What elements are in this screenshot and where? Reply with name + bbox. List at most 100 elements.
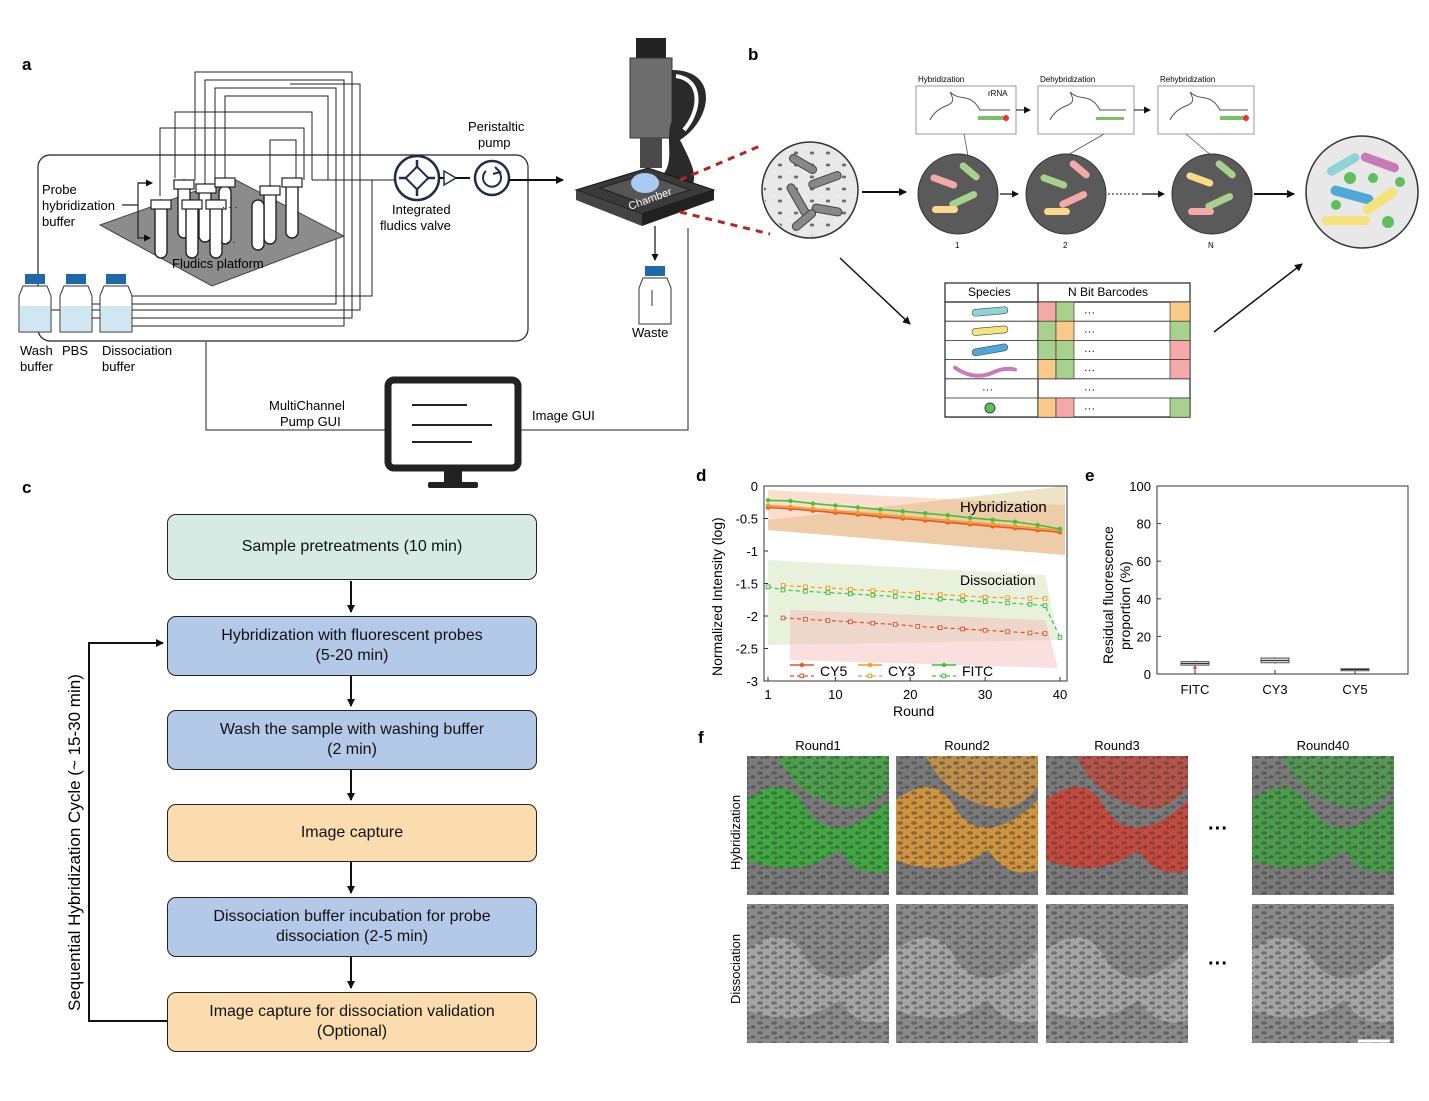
y-tick-label: 40 <box>1137 592 1151 607</box>
pump-gui-label-1: MultiChannel <box>269 398 345 413</box>
workflow-arrows <box>88 581 355 1022</box>
computer-monitor <box>384 376 522 488</box>
microscope <box>574 38 716 226</box>
data-point <box>937 596 943 602</box>
chart-d-ylabel: Normalized Intensity (log) <box>709 517 725 676</box>
data-point <box>900 514 905 519</box>
wash-label-1: Wash <box>20 343 53 358</box>
waste-label: Waste <box>632 325 668 340</box>
legend-marker <box>799 662 805 668</box>
y-tick-label: 60 <box>1137 554 1151 569</box>
column-label: Round40 <box>1297 738 1350 753</box>
data-point <box>967 515 973 521</box>
cell-texture <box>1252 756 1394 895</box>
legend-marker <box>799 673 805 679</box>
species-icon <box>984 402 996 414</box>
data-point <box>945 513 950 518</box>
data-point <box>825 590 831 595</box>
cell-texture <box>1046 904 1188 1043</box>
data-point <box>960 598 965 603</box>
data-point <box>833 503 838 508</box>
probe-label-1: Probe <box>42 182 77 197</box>
ellipsis-dissociation: ··· <box>1208 953 1228 975</box>
barcode-ellipsis: ··· <box>1084 384 1095 396</box>
chart-d-legend: CY5 CY3 FITC <box>820 663 993 679</box>
y-tick-label: -1 <box>746 544 758 559</box>
step-line: Sample pretreatments (10 min) <box>241 538 463 555</box>
data-point <box>923 511 928 516</box>
data-point <box>937 625 943 631</box>
step-dehybridization: Dehybridization <box>1040 75 1095 84</box>
species-icon <box>953 365 1017 378</box>
series-line-fitc-solid <box>767 499 1061 530</box>
barcode-cell <box>1055 320 1075 341</box>
ellipsis-hybridization: ··· <box>1208 818 1228 840</box>
data-point <box>960 626 965 632</box>
data-point <box>1057 526 1063 532</box>
y-tick-label: -1.5 <box>736 577 758 592</box>
barcode-cell <box>1169 340 1191 360</box>
data-point <box>803 616 808 622</box>
data-point <box>833 508 838 513</box>
barcode-cell <box>1055 359 1075 380</box>
barcode-ellipsis: ··· <box>1084 345 1095 357</box>
round-label-1: 1 <box>955 241 960 250</box>
sequential-fish-schematic: Hybridization Dehybridization Rehybridiz… <box>679 75 1419 418</box>
step-line: Image capture for dissociation validatio… <box>209 1003 495 1020</box>
hybridization-band <box>768 486 1065 555</box>
cycle-label: Sequential Hybridization Cycle (~ 15-30 … <box>65 674 84 1011</box>
x-tick-label: 1 <box>764 687 771 702</box>
svg-text:· · ·: · · · <box>222 202 238 213</box>
data-point <box>1035 522 1040 528</box>
data-point <box>923 516 928 521</box>
data-point <box>1057 635 1063 640</box>
data-point <box>915 595 921 601</box>
step-line: (Optional) <box>316 1023 388 1040</box>
data-point <box>1042 603 1048 608</box>
data-point <box>982 599 988 605</box>
step-line: (5-20 min) <box>315 647 389 664</box>
species-icon <box>971 343 1008 357</box>
cell-texture <box>896 756 1038 895</box>
data-point <box>780 583 786 588</box>
legend-cy5: CY5 <box>820 663 847 679</box>
data-point <box>870 588 876 593</box>
round-label-n: N <box>1208 241 1214 250</box>
data-point <box>855 505 861 510</box>
legend-marker <box>867 673 873 679</box>
barcode-table: ····················· <box>944 282 1191 418</box>
svg-text:· · ·: · · · <box>220 237 236 248</box>
data-point <box>945 518 950 523</box>
step-line: dissociation (2-5 min) <box>275 928 429 945</box>
category-label: CY5 <box>1342 682 1367 697</box>
data-point <box>892 622 898 627</box>
round-label-2: 2 <box>1063 241 1068 250</box>
step-wash: Wash the sample with washing buffer (2 m… <box>167 710 537 770</box>
step-hybridization: Hybridization <box>918 75 964 84</box>
x-tick-label: 40 <box>1053 687 1067 702</box>
data-point <box>1005 600 1010 606</box>
data-point <box>1005 629 1010 634</box>
data-point <box>848 619 853 625</box>
fluidics-valve <box>393 154 441 202</box>
chart-e-ylabel-2: proportion (%) <box>1117 561 1133 650</box>
species-icon <box>971 325 1009 336</box>
legend-marker <box>867 662 873 668</box>
chart-e-axes-box <box>1156 485 1409 675</box>
data-point <box>1035 526 1040 531</box>
platform-label: Fludics platform <box>172 256 264 271</box>
data-point <box>1005 595 1010 601</box>
column-label: Round3 <box>1094 738 1140 753</box>
data-point <box>982 594 988 600</box>
data-point <box>848 591 853 597</box>
data-point <box>765 584 771 590</box>
data-point <box>990 517 995 522</box>
panel-label-d: d <box>696 466 706 485</box>
data-point <box>1027 602 1033 607</box>
y-tick-label: -2.5 <box>736 642 758 657</box>
data-point <box>848 587 853 592</box>
barcode-ellipsis: ··· <box>1084 403 1095 415</box>
data-point <box>780 615 786 621</box>
barcode-ellipsis: ··· <box>1084 326 1095 338</box>
